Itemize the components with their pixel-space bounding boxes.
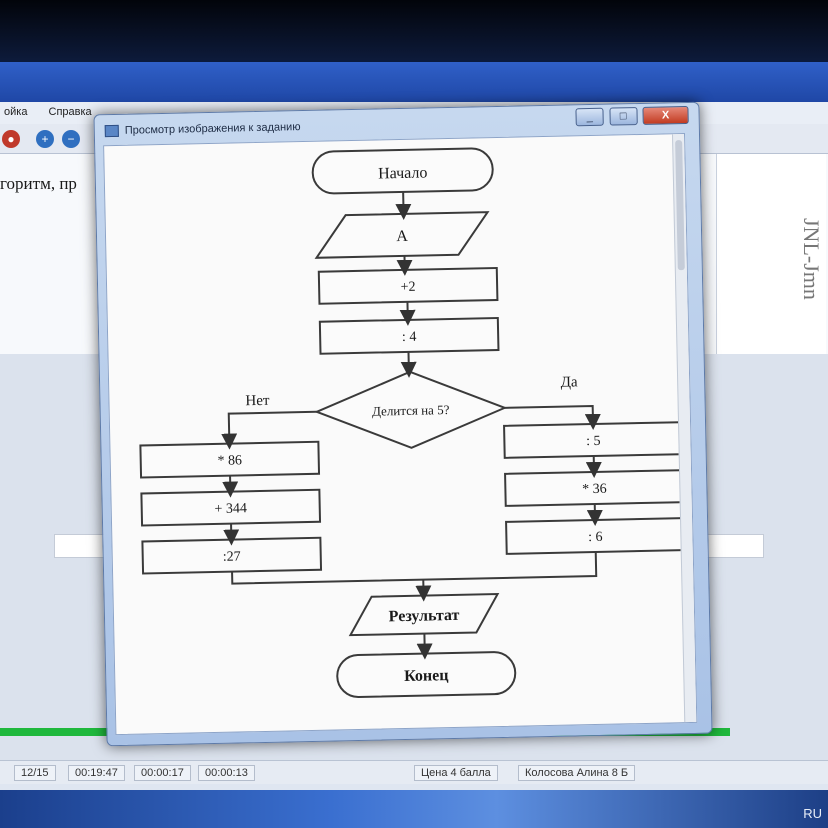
viewer-canvas: Начало A +2 : 4 Делится на 5? Нет Да * 8…	[103, 133, 698, 736]
zoom-in-icon[interactable]: +	[36, 130, 54, 148]
viewer-title: Просмотр изображения к заданию	[124, 121, 301, 137]
flow-yes-step-1-label: : 5	[586, 434, 601, 449]
flowchart-diagram: Начало A +2 : 4 Делится на 5? Нет Да * 8…	[139, 147, 686, 698]
flow-yes-step-3-label: : 6	[588, 530, 603, 545]
language-indicator[interactable]: RU	[803, 806, 822, 821]
close-button[interactable]: X	[642, 105, 689, 125]
flow-input-shape	[314, 211, 490, 259]
flow-output-label: Результат	[389, 607, 460, 625]
app-title-bar	[0, 62, 828, 102]
window-controls: _ □ X	[574, 105, 689, 127]
flow-step1-label: +2	[401, 280, 416, 295]
flow-input-label: A	[396, 228, 408, 245]
status-bar: 12/15 00:19:47 00:00:17 00:00:13 Цена 4 …	[0, 760, 828, 784]
flow-step2-label: : 4	[402, 330, 417, 345]
minimize-button[interactable]: _	[575, 107, 604, 127]
flow-yes-step-2-label: * 36	[582, 482, 607, 498]
flow-no-label: Нет	[245, 393, 270, 410]
flow-decision	[314, 370, 508, 449]
flow-no-step-2-label: + 344	[214, 501, 247, 517]
flow-end-label: Конец	[404, 667, 449, 685]
status-time-question: 00:00:17	[134, 765, 191, 781]
flow-output-shape	[348, 593, 500, 637]
flow-start-label: Начало	[378, 164, 428, 182]
status-time-extra: 00:00:13	[198, 765, 255, 781]
flow-yes-label: Да	[561, 374, 579, 390]
taskbar	[0, 790, 828, 828]
menu-item-help[interactable]: Справка	[48, 106, 92, 118]
side-note-image: JNL-Jmn	[716, 154, 826, 354]
status-price: Цена 4 балла	[414, 765, 498, 781]
maximize-button[interactable]: □	[608, 107, 638, 126]
stop-icon[interactable]: ●	[2, 130, 20, 148]
question-text: горитм, пр	[0, 174, 77, 193]
status-time-total: 00:19:47	[68, 765, 125, 781]
zoom-out-icon[interactable]: −	[62, 130, 80, 148]
flow-decision-label: Делится на 5?	[372, 402, 450, 419]
status-student: Колосова Алина 8 Б	[518, 765, 636, 781]
menu-item-settings[interactable]: ойка	[4, 106, 28, 118]
status-question-count: 12/15	[14, 765, 56, 781]
image-viewer-window: Просмотр изображения к заданию _ □ X	[93, 101, 713, 747]
monitor-bezel	[0, 0, 828, 60]
flow-no-step-1-label: * 86	[217, 453, 242, 469]
window-icon	[104, 124, 119, 138]
scrollbar-thumb[interactable]	[675, 140, 685, 271]
flow-no-step-3-label: :27	[223, 549, 241, 564]
